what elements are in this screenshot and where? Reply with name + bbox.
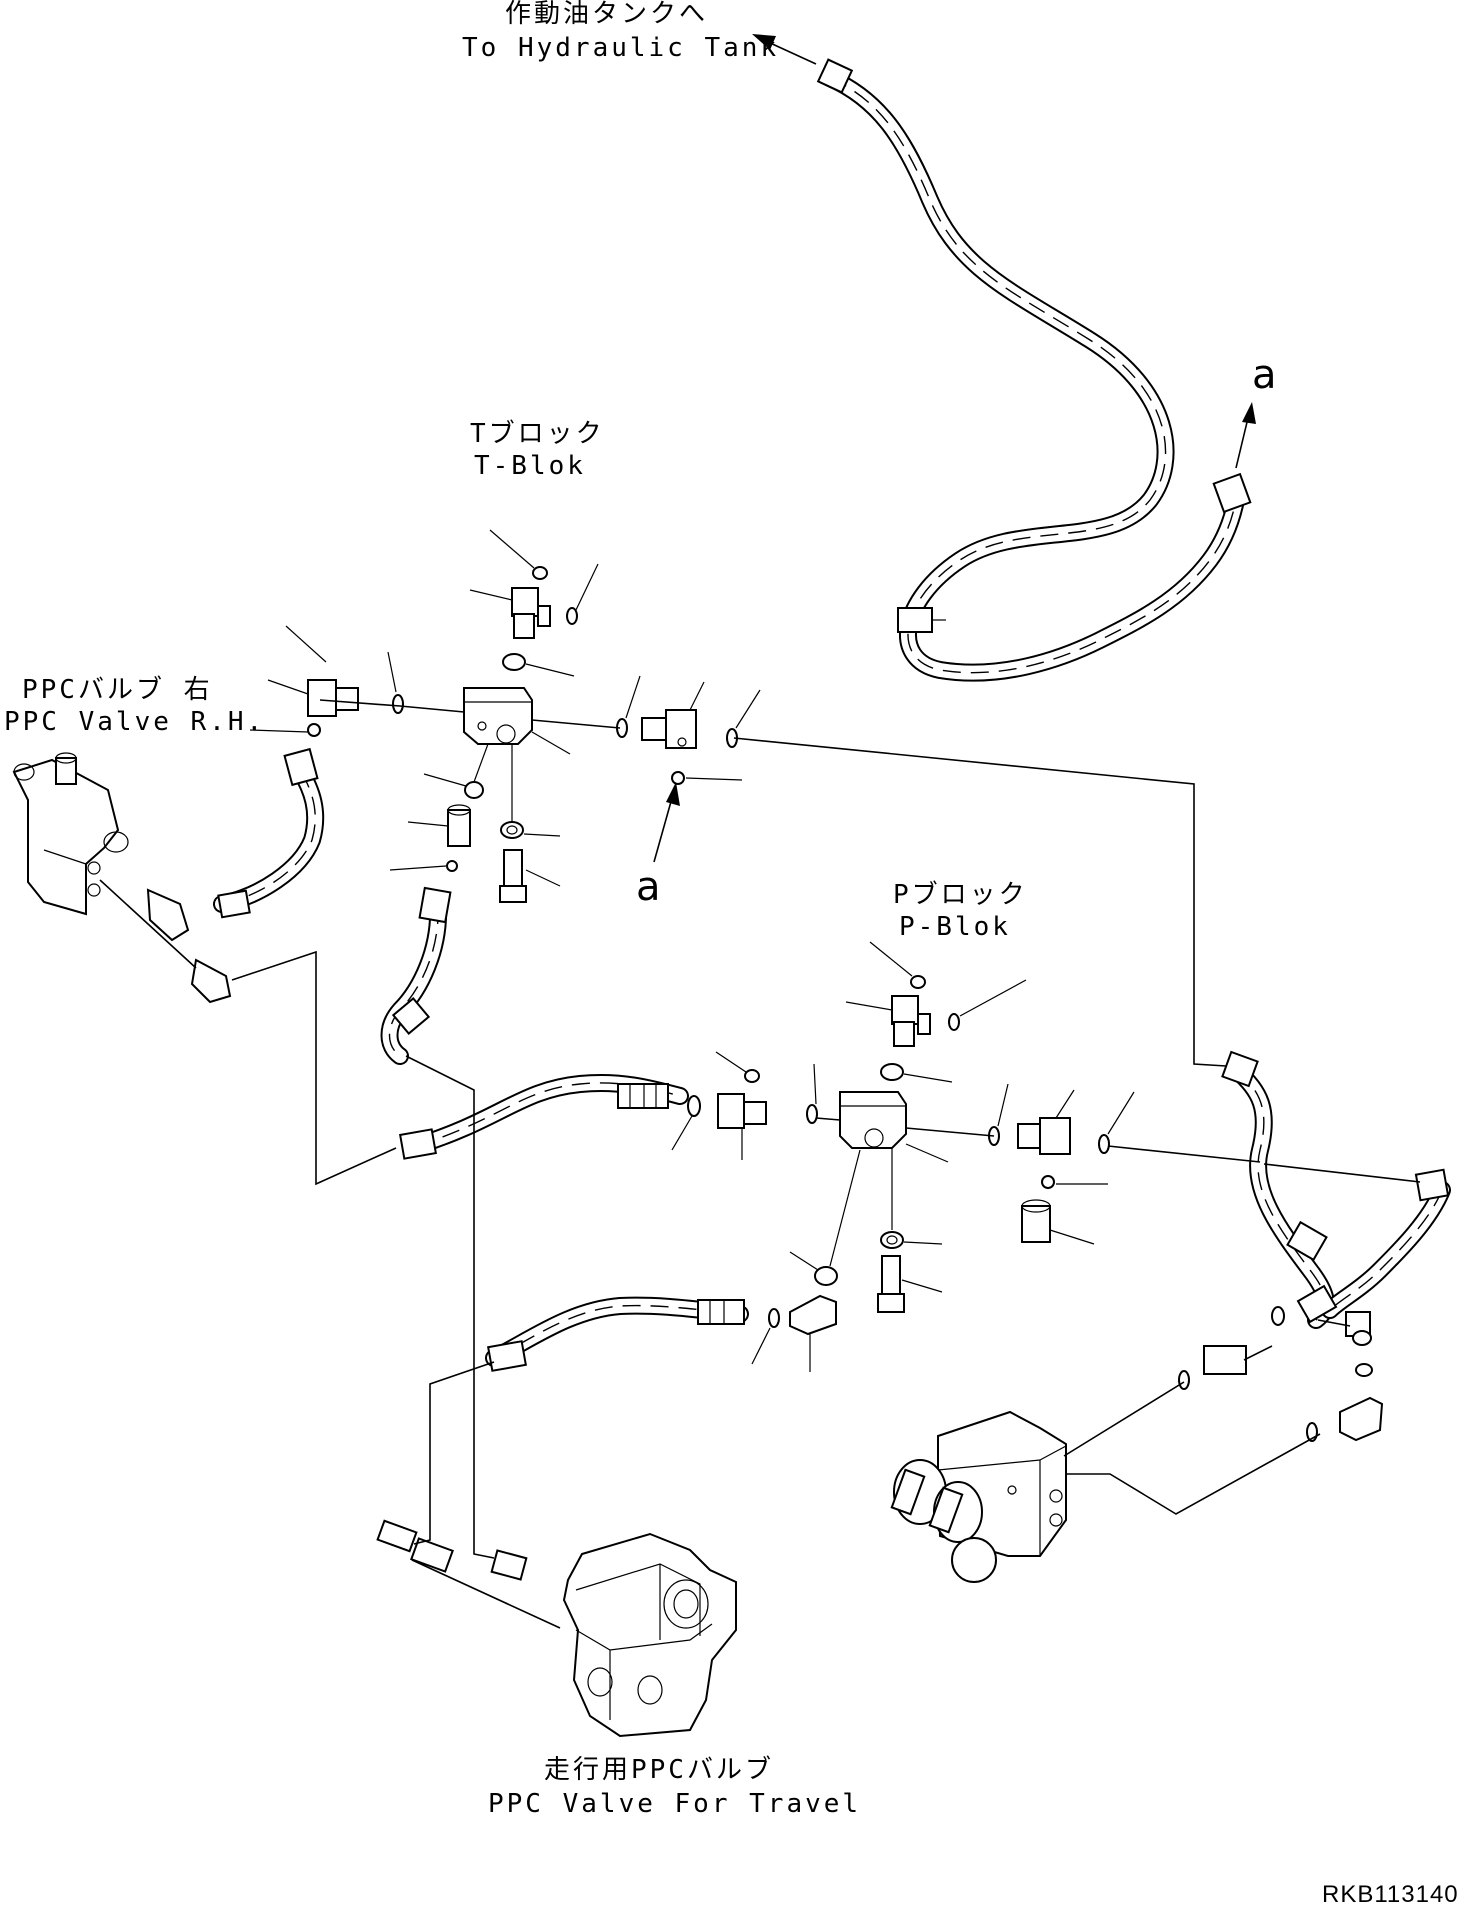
ref-letter-a-top: a	[1252, 352, 1277, 398]
t-block-right-fitting	[531, 675, 761, 785]
ppc-valve-rh-body	[12, 752, 129, 916]
label-hydraulic-tank-jp: 作動油タンクへ	[505, 0, 708, 29]
label-p-block-jp: Pブロック	[893, 880, 1028, 910]
label-ppc-valve-rh-jp: PPCバルブ 右	[22, 675, 213, 705]
arrow-to-tank	[752, 34, 817, 65]
p-block-bottom-parts	[751, 1143, 1095, 1372]
label-p-block-en: P-Blok	[899, 912, 1011, 942]
arrow-ref-a-mid	[653, 782, 680, 863]
ppc-travel-connectors	[376, 1519, 528, 1581]
drawing-code: RKB113140	[1322, 1881, 1459, 1908]
hose-to-pblock	[399, 1073, 689, 1160]
hose-tblock-down	[380, 886, 452, 1065]
t-block-left-fitting	[249, 625, 465, 737]
ppc-valve-travel-body	[562, 1532, 737, 1738]
p-block	[839, 1091, 907, 1149]
hose-right-bundle	[1178, 1050, 1451, 1442]
right-valve-block	[890, 1410, 1067, 1583]
t-block-bottom-parts	[389, 731, 571, 903]
ref-letter-a-mid: a	[636, 864, 661, 910]
hose-ppc-rh-to-tblock	[146, 747, 325, 1004]
routing-lines	[99, 699, 1421, 1629]
t-block-top-fitting	[469, 529, 599, 677]
label-t-block-jp: Tブロック	[470, 419, 605, 449]
t-block	[463, 687, 533, 745]
label-ppc-valve-rh-en: PPC Valve R.H.	[4, 707, 265, 737]
p-block-right-fitting	[905, 1083, 1135, 1189]
p-block-top-fitting	[845, 941, 1027, 1083]
label-hydraulic-tank-en: To Hydraulic Tank	[462, 33, 779, 63]
tank-return-hose	[816, 58, 1252, 682]
p-block-left-fitting	[671, 1051, 841, 1160]
label-ppc-travel-en: PPC Valve For Travel	[488, 1789, 861, 1819]
label-ppc-travel-jp: 走行用PPCバルブ	[544, 1755, 774, 1785]
hose-pblock-lower	[485, 1296, 749, 1372]
label-t-block-en: T-Blok	[474, 451, 586, 481]
arrow-ref-a-top	[1235, 402, 1256, 469]
